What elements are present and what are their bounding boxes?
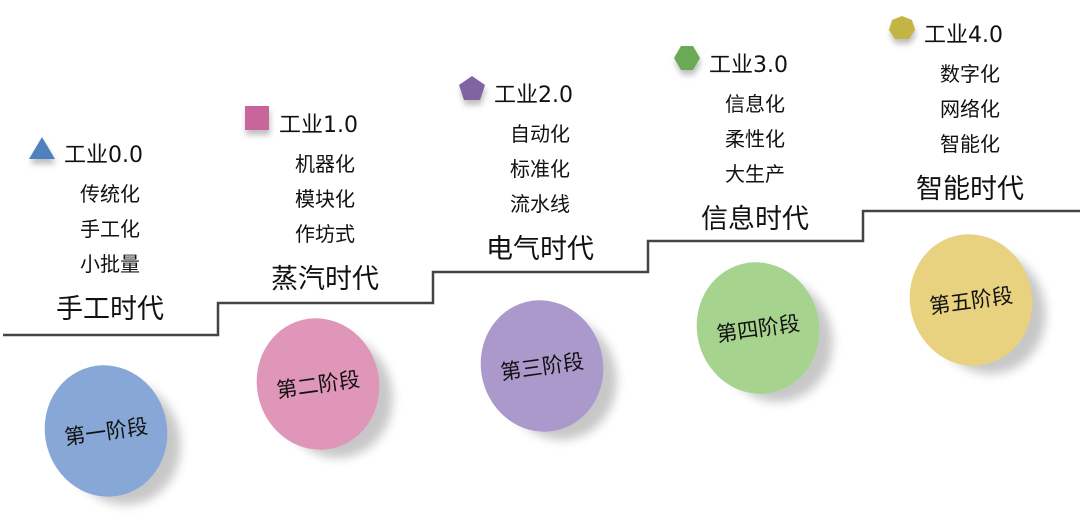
stage-0: 工业0.0 传统化手工化小批量手工时代 (0, 0, 220, 525)
stage-feature: 手工化 (80, 217, 140, 241)
stage-feature: 模块化 (295, 187, 355, 211)
stage-header: 工业1.0 (279, 113, 358, 138)
stage-1: 工业1.0 机器化模块化作坊式蒸汽时代 (215, 0, 435, 495)
square-icon (245, 106, 269, 130)
stage-header: 工业4.0 (924, 23, 1003, 48)
stage-4: 工业4.0 数字化网络化智能化智能时代 (860, 0, 1080, 405)
stage-feature: 大生产 (725, 162, 785, 186)
heptagon-icon (889, 16, 915, 39)
era-title: 智能时代 (916, 174, 1024, 205)
stage-feature: 智能化 (940, 132, 1000, 156)
stage-feature: 传统化 (80, 182, 140, 206)
era-title: 信息时代 (701, 204, 809, 235)
stage-feature: 小批量 (80, 252, 140, 276)
stage-feature: 标准化 (510, 157, 570, 181)
era-title: 蒸汽时代 (271, 264, 379, 295)
stage-feature: 柔性化 (725, 127, 785, 151)
era-title: 电气时代 (486, 234, 594, 265)
stage-feature: 信息化 (725, 92, 785, 116)
stage-3: 工业3.0 信息化柔性化大生产信息时代 (645, 0, 865, 435)
stage-feature: 自动化 (510, 122, 570, 146)
stage-feature: 流水线 (510, 192, 570, 216)
stage-header: 工业0.0 (64, 143, 143, 168)
pentagon-icon (459, 76, 485, 100)
hexagon-icon (674, 46, 700, 70)
stage-2: 工业2.0 自动化标准化流水线电气时代 (430, 0, 650, 465)
stage-feature: 数字化 (940, 62, 1000, 86)
stage-feature: 作坊式 (295, 222, 355, 246)
stage-feature: 机器化 (295, 152, 355, 176)
triangle-icon (29, 137, 55, 159)
stage-header: 工业2.0 (494, 83, 573, 108)
stage-header: 工业3.0 (709, 53, 788, 78)
stage-feature: 网络化 (940, 97, 1000, 121)
era-title: 手工时代 (56, 294, 164, 325)
